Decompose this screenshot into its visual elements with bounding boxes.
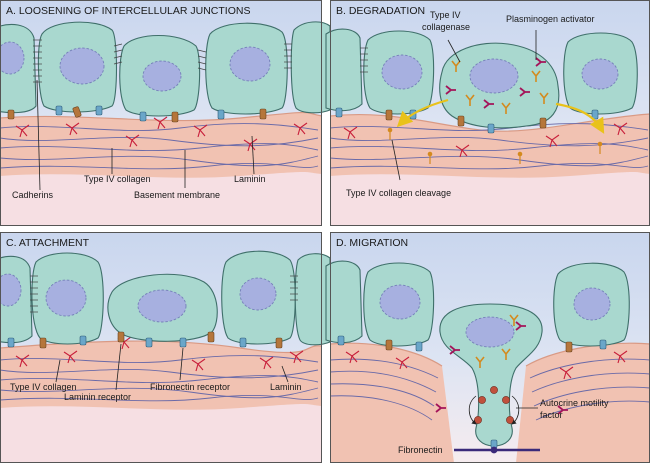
type-iv-collagenase-label-line2: collagenase [422, 22, 470, 32]
type-iv-collagenase-label-line1: Type IV [430, 10, 461, 20]
collagen-cleavage-label: Type IV collagen cleavage [346, 188, 451, 198]
laminin-label-a: Laminin [234, 174, 266, 184]
receptors [7, 105, 267, 123]
fibronectin-receptor-label: Fibronectin receptor [150, 382, 230, 392]
cells-d [325, 260, 630, 447]
cells-b [325, 28, 638, 129]
junctions-b [360, 47, 368, 73]
cadherins-label: Cadherins [12, 190, 54, 200]
panel-a-title: A. LOOSENING OF INTERCELLULAR JUNCTIONS [6, 5, 250, 17]
autocrine-motility-label-line1: Autocrine motility [540, 398, 609, 408]
panel-b-title: B. DEGRADATION [336, 5, 425, 17]
junctions-c [30, 275, 298, 313]
plasminogen-activator-label: Plasminogen activator [506, 14, 595, 24]
fibronectin-label: Fibronectin [398, 445, 443, 455]
epithelial-cells [0, 21, 331, 117]
type-iv-collagen-label-c: Type IV collagen [10, 382, 77, 392]
panel-c-title: C. ATTACHMENT [6, 237, 90, 249]
panel-c: C. ATTACHMENT Type IV collagen Laminin r… [0, 232, 331, 463]
autocrine-motility-label-line2: factor [540, 410, 563, 420]
panel-d-title: D. MIGRATION [336, 237, 408, 249]
cleavage-arrow-right [555, 102, 605, 134]
cadherin-junctions [33, 39, 292, 83]
panel-a: A. LOOSENING OF INTERCELLULAR JUNCTIONS … [0, 0, 331, 226]
basement-membrane-label: Basement membrane [134, 190, 220, 200]
panel-b: B. DEGRADATION Type IV collagenase Plasm… [325, 0, 650, 226]
laminin-receptor-label: Laminin receptor [64, 392, 131, 402]
laminin-label-c: Laminin [270, 382, 302, 392]
migrating-tumor-cell [439, 303, 543, 447]
cells-c [0, 250, 331, 346]
type-iv-collagen-label-a: Type IV collagen [84, 174, 151, 184]
cleavage-arrow-left [396, 98, 449, 128]
panel-d: D. MIGRATION Autocrine motility factor F… [325, 232, 650, 463]
